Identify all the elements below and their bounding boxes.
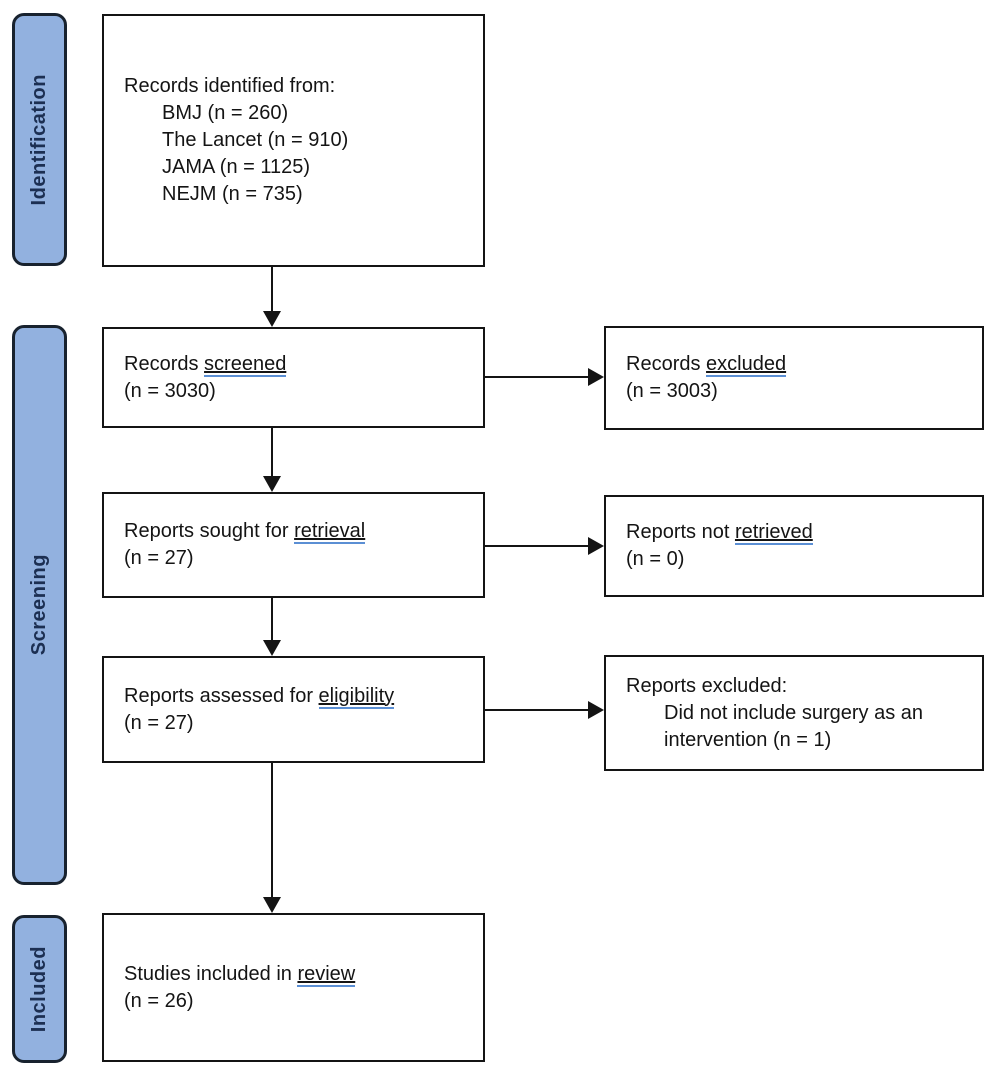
records-screened-line: Records screened <box>124 352 287 377</box>
link-eligibility[interactable]: eligibility <box>318 684 395 709</box>
studies-included-count: (n = 26) <box>124 989 194 1012</box>
stage-label-identification: Identification <box>28 73 50 206</box>
stage-bar-screening: Screening <box>12 325 67 885</box>
records-identified-title: Records identified from: <box>124 75 336 97</box>
box-records-screened: Records screened (n = 3030) <box>102 327 485 428</box>
box-studies-included: Studies included in review (n = 26) <box>102 913 485 1062</box>
link-retrieved[interactable]: retrieved <box>734 521 813 545</box>
box-reports-assessed: Reports assessed for eligibility (n = 27… <box>102 656 485 763</box>
records-screened-count: (n = 3030) <box>124 379 216 402</box>
reports-not-retrieved-count: (n = 0) <box>626 548 685 570</box>
box-reports-sought: Reports sought for retrieval (n = 27) <box>102 492 485 598</box>
link-review[interactable]: review <box>297 962 356 987</box>
arrow-sought-to-not-retrieved <box>485 537 604 555</box>
stage-bar-included: Included <box>12 915 67 1063</box>
source-jama: JAMA (n = 1125) <box>162 156 311 178</box>
reports-excluded-reason: Did not include surgery as an interventi… <box>664 701 924 751</box>
reports-sought-count: (n = 27) <box>124 547 194 569</box>
stage-bar-identification: Identification <box>12 13 67 266</box>
box-records-excluded: Records excluded (n = 3003) <box>604 326 984 430</box>
source-nejm: NEJM (n = 735) <box>162 183 303 205</box>
box-reports-excluded: Reports excluded: Did not include surger… <box>604 655 984 771</box>
link-retrieval[interactable]: retrieval <box>294 520 366 544</box>
link-excluded[interactable]: excluded <box>706 353 787 377</box>
reports-assessed-count: (n = 27) <box>124 711 194 734</box>
reports-excluded-title: Reports excluded: <box>626 674 788 697</box>
box-reports-not-retrieved: Reports not retrieved (n = 0) <box>604 495 984 597</box>
reports-assessed-line: Reports assessed for eligibility <box>124 684 395 709</box>
arrow-assessed-to-reports-excluded <box>485 701 604 719</box>
studies-included-line: Studies included in review <box>124 962 356 987</box>
arrow-screened-to-sought <box>263 428 281 492</box>
link-screened[interactable]: screened <box>204 352 287 377</box>
reports-sought-line: Reports sought for retrieval <box>124 520 366 544</box>
records-excluded-line: Records excluded <box>626 353 787 377</box>
reports-not-retrieved-line: Reports not retrieved <box>626 521 813 545</box>
arrow-identified-to-screened <box>263 267 281 327</box>
stage-label-screening: Screening <box>28 554 50 656</box>
arrow-assessed-to-included <box>263 763 281 913</box>
records-excluded-count: (n = 3003) <box>626 380 718 402</box>
box-records-identified: Records identified from: BMJ (n = 260) T… <box>102 14 485 267</box>
arrow-screened-to-excluded <box>485 368 604 386</box>
source-bmj: BMJ (n = 260) <box>162 102 289 124</box>
arrow-sought-to-assessed <box>263 598 281 656</box>
stage-label-included: Included <box>28 945 50 1033</box>
source-lancet: The Lancet (n = 910) <box>162 129 349 151</box>
